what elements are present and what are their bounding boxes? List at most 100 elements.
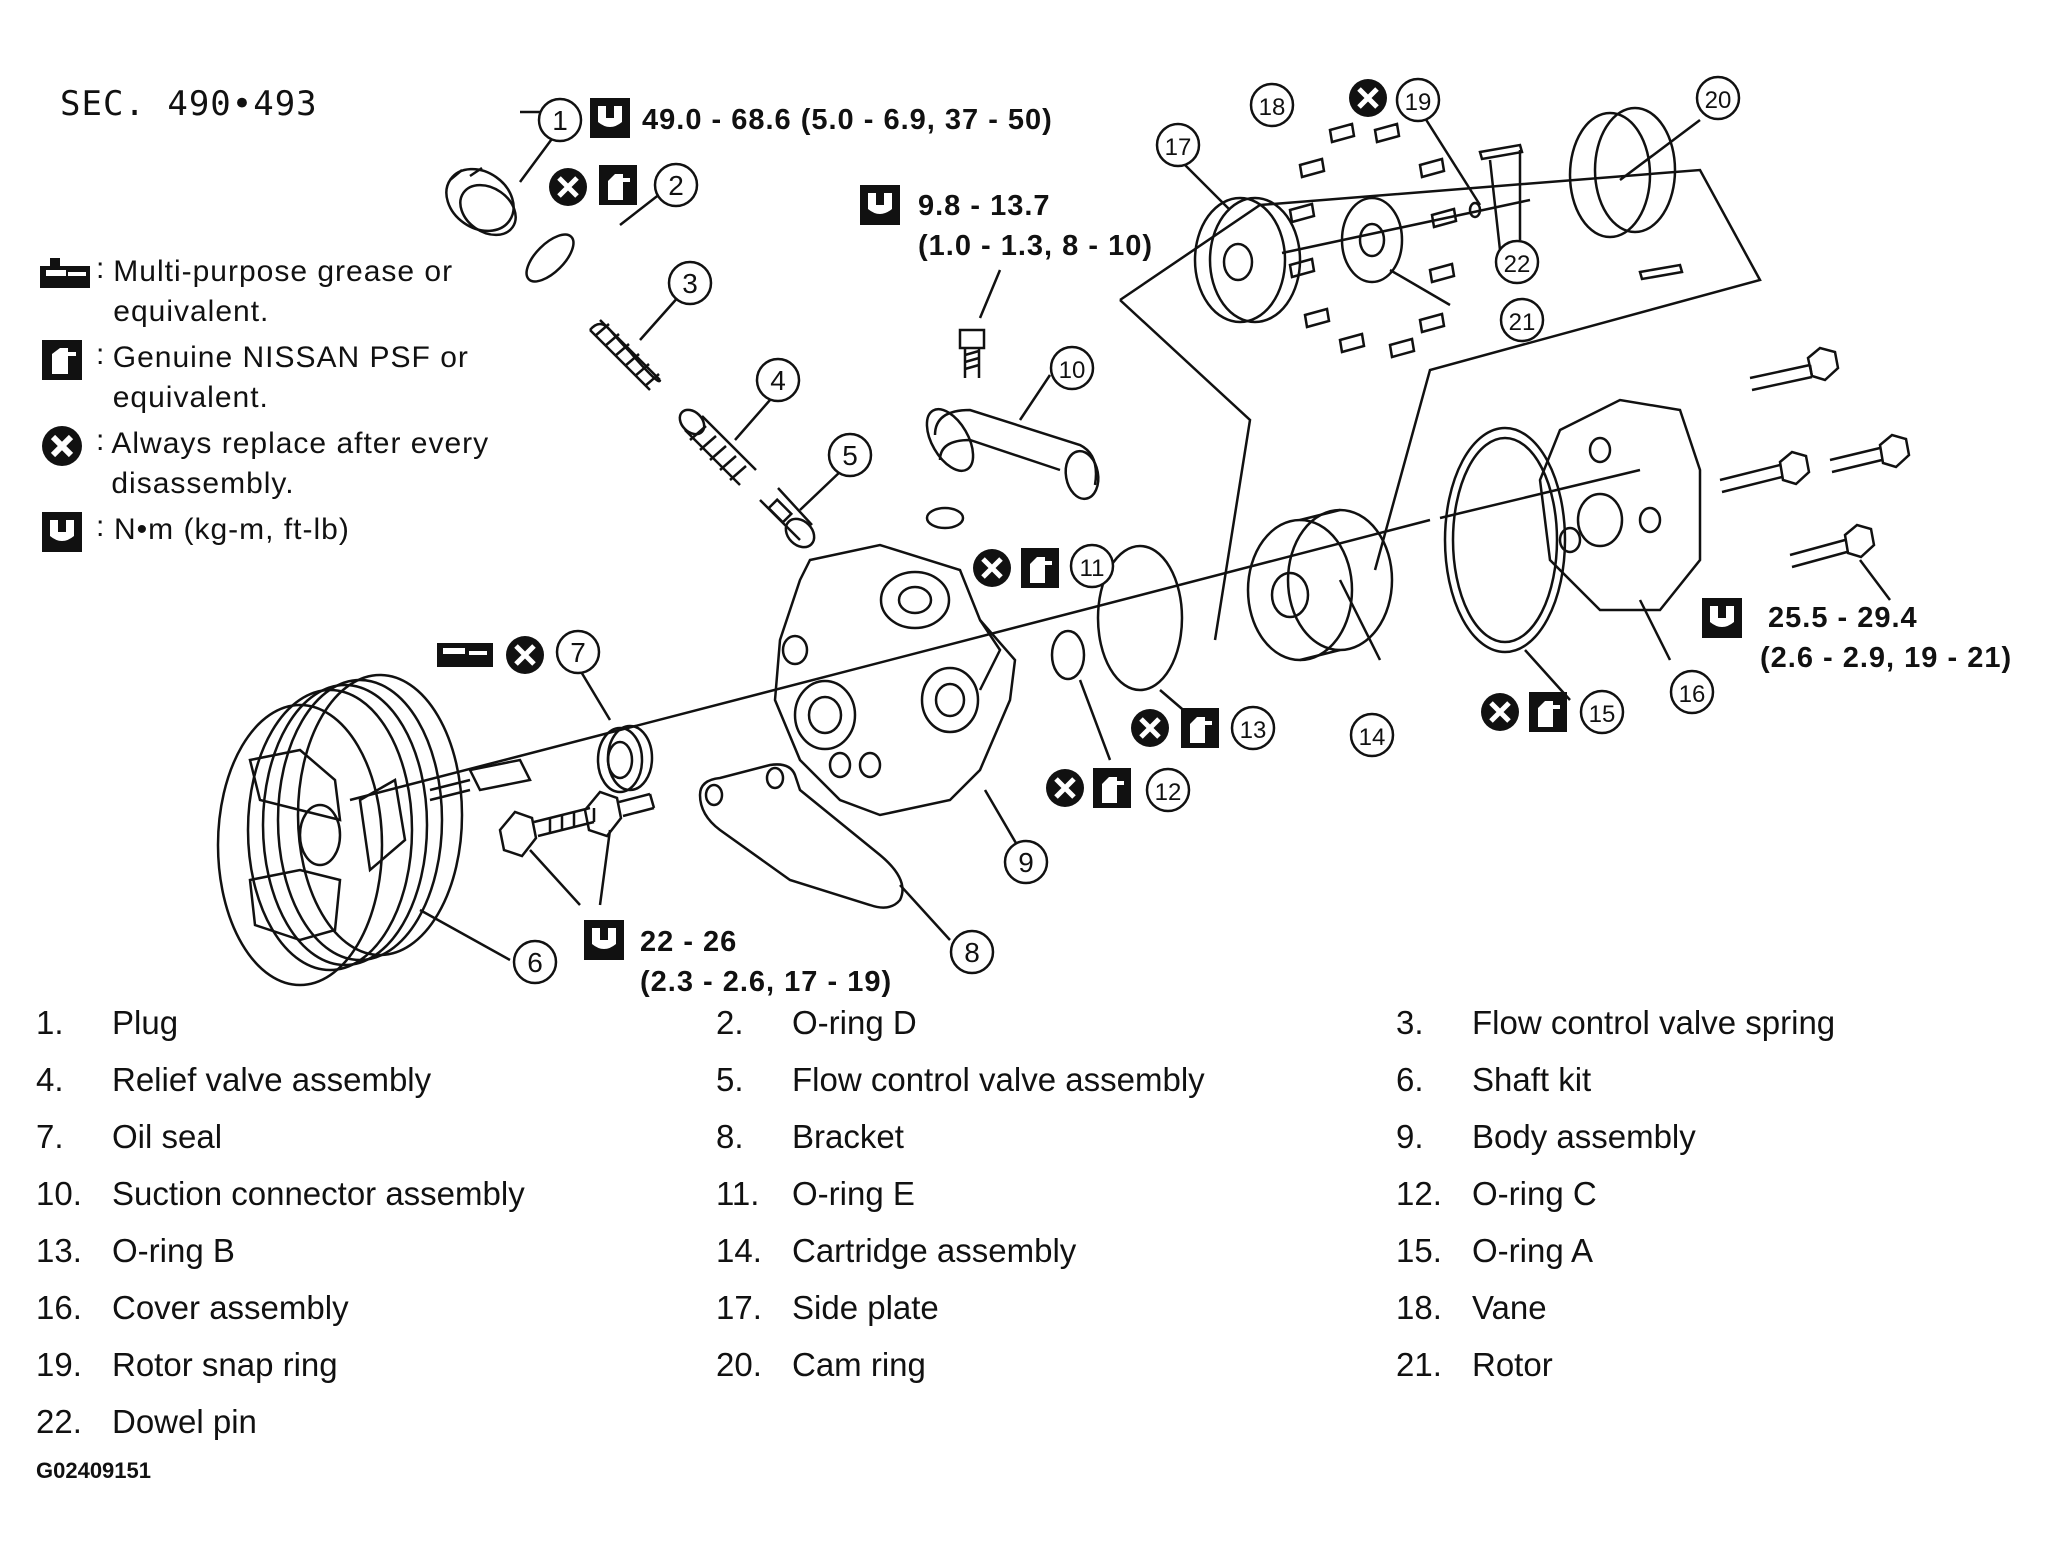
callout-circle: [1499, 297, 1545, 343]
callout-circle: [555, 629, 601, 675]
callout-5: 5: [827, 432, 873, 478]
callout-number: 15: [1589, 701, 1616, 728]
callout-circle: [1145, 767, 1191, 813]
part-item: 11.O-ring E: [716, 1175, 915, 1212]
oring-e-drawing: [925, 506, 965, 530]
torque-spec-plug: 49.0 - 68.6 (5.0 - 6.9, 37 - 50): [642, 100, 1053, 140]
callout-circle: [1669, 669, 1715, 715]
callout-circle: [1349, 712, 1395, 758]
part-item: 20.Cam ring: [716, 1346, 926, 1383]
part-item: 1.Plug: [36, 1004, 179, 1041]
part-item: 4.Relief valve assembly: [36, 1061, 432, 1098]
torque-cover-line1: 25.5 - 29.4: [1768, 602, 1918, 634]
callout-circle: [667, 260, 713, 306]
callout-number: 4: [770, 365, 786, 396]
part-item: 22.Dowel pin: [36, 1403, 257, 1440]
symbol-legend: : Multi-purpose grease or equivalent. : …: [38, 252, 598, 560]
snap-ring-drawing: [1468, 201, 1482, 219]
suction-connector-drawing: [925, 407, 1100, 501]
part-item: 8.Bracket: [716, 1118, 904, 1155]
callout-number: 11: [1080, 555, 1105, 582]
callout-number: 19: [1405, 89, 1432, 116]
part-item: 21.Rotor: [1396, 1346, 1553, 1383]
inset-box-lines: [1119, 168, 1762, 641]
torque-cover-line2: (2.6 - 2.9, 19 - 21): [1760, 642, 2013, 674]
psf-oil-can-icon: [42, 340, 82, 380]
replace-icon-oring-a: [1481, 693, 1519, 731]
side-plate-drawing: [1179, 159, 1302, 324]
callout-number: 1: [552, 105, 568, 136]
part-item: 16.Cover assembly: [36, 1289, 349, 1326]
part-item: 3.Flow control valve spring: [1396, 1004, 1836, 1041]
parts-list: 1.Plug 2.O-ring D 3.Flow control valve s…: [36, 1000, 2036, 1444]
callout-16: 16: [1669, 669, 1715, 715]
callout-number: 6: [527, 947, 543, 978]
replace-icon-oring-e: [973, 549, 1011, 587]
psf-icon-oring-a: [1529, 692, 1567, 732]
bracket-drawing: [698, 763, 904, 909]
pulley-drawing: [216, 673, 532, 987]
callout-number: 16: [1679, 681, 1706, 708]
legend-text-grease: Multi-purpose grease or equivalent.: [113, 255, 454, 328]
relief-valve-drawing: [678, 408, 757, 486]
callout-13: 13: [1230, 705, 1276, 751]
body-assembly-drawing: [773, 543, 1017, 817]
callout-circle: [1695, 75, 1741, 121]
oring-b-drawing: [1096, 544, 1184, 692]
callout-number: 10: [1059, 357, 1086, 384]
callout-circle: [1155, 122, 1201, 168]
callout-number: 13: [1240, 717, 1267, 744]
callout-4: 4: [755, 357, 801, 403]
legend-item-replace: : Always replace after every disassembly…: [38, 424, 598, 504]
flow-valve-drawing: [759, 487, 816, 549]
oring-c-drawing: [1050, 629, 1086, 681]
oil-seal-drawing: [596, 724, 654, 794]
callout-20: 20: [1695, 75, 1741, 121]
callout-number: 9: [1018, 847, 1034, 878]
callout-10: 10: [1049, 345, 1095, 391]
torque-suction-line2: (1.0 - 1.3, 8 - 10): [918, 230, 1153, 262]
part-item: 12.O-ring C: [1396, 1175, 1597, 1212]
legend-item-grease: : Multi-purpose grease or equivalent.: [38, 252, 598, 332]
cover-bolts-drawing: [1719, 346, 1911, 601]
always-replace-icon: [42, 426, 82, 466]
replace-icon-snap-ring: [1349, 79, 1387, 117]
part-item: 5.Flow control valve assembly: [716, 1061, 1205, 1098]
callout-circle: [1230, 705, 1276, 751]
callout-circle: [1249, 82, 1295, 128]
callout-circle: [537, 97, 583, 143]
callout-19: 19: [1395, 77, 1441, 123]
psf-icon-oring-b: [1181, 708, 1219, 748]
part-item: 13.O-ring B: [36, 1232, 235, 1269]
callout-number: 18: [1259, 94, 1286, 121]
torque-icon-bracket-bolts: [584, 920, 624, 960]
callout-3: 3: [667, 260, 713, 306]
grease-gun-icon: [40, 258, 90, 288]
dowel-pins-drawing: [1478, 143, 1684, 281]
rotor-vanes-drawing: [1281, 122, 1531, 359]
callout-circle: [1049, 345, 1095, 391]
cam-ring-drawing: [1568, 106, 1701, 239]
callout-6: 6: [512, 939, 558, 985]
figure-code: G02409151: [36, 1458, 151, 1483]
callout-number: 14: [1359, 724, 1386, 751]
callout-11: 11: [1069, 543, 1115, 589]
cover-drawing: [1538, 398, 1702, 661]
torque-spec-suction-bolt: 9.8 - 13.7 (1.0 - 1.3, 8 - 10): [918, 186, 1153, 266]
torque-wrench-icon: [42, 512, 82, 552]
part-item: 17.Side plate: [716, 1289, 939, 1326]
callout-number: 7: [570, 637, 586, 668]
part-item: 15.O-ring A: [1396, 1232, 1594, 1269]
replace-icon-oring-c: [1046, 769, 1084, 807]
torque-suction-line1: 9.8 - 13.7: [918, 190, 1051, 222]
callout-circle: [1494, 239, 1540, 285]
part-item: 14.Cartridge assembly: [716, 1232, 1077, 1269]
callout-number: 21: [1509, 309, 1536, 336]
replace-icon-oil-seal: [506, 636, 544, 674]
cartridge-drawing: [1246, 508, 1394, 662]
callout-number: 3: [682, 268, 698, 299]
callout-1: 1: [537, 97, 583, 143]
callout-7: 7: [555, 629, 601, 675]
part-item: 10.Suction connector assembly: [36, 1175, 525, 1212]
part-item: 18.Vane: [1396, 1289, 1547, 1326]
